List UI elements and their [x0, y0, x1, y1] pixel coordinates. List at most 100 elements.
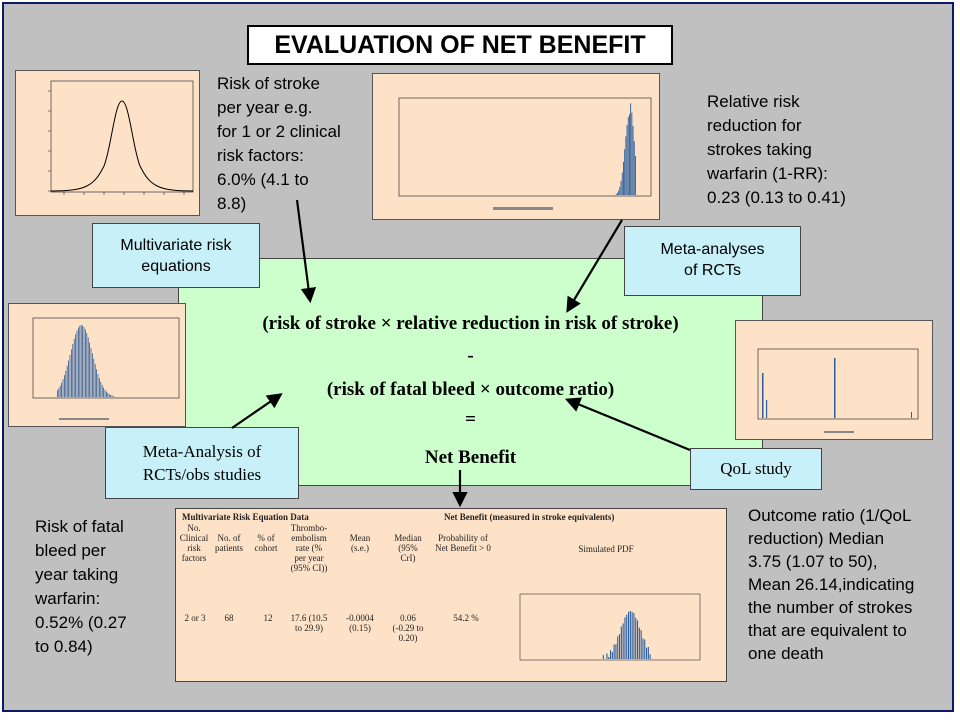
rrr-bar: [623, 161, 624, 195]
net-benefit-bar: [613, 644, 615, 659]
bleed-bar: [80, 325, 82, 397]
bleed-bar: [76, 330, 78, 397]
cell-mean: -0.0004 (0.15): [346, 613, 374, 633]
bleed-bar: [68, 360, 69, 397]
stroke-risk-annotation: Risk of stroke per year e.g. for 1 or 2 …: [217, 74, 341, 213]
bleed-bar: [107, 392, 109, 397]
bleed-bar: [99, 378, 100, 397]
net-benefit-formula-box: (risk of stroke × relative reduction in …: [178, 258, 763, 486]
rrr-bar: [632, 126, 634, 195]
bleed-bar: [58, 388, 60, 397]
bleed-bar: [90, 347, 92, 397]
rrr-bar: [630, 103, 632, 195]
bleed-bar: [83, 326, 85, 397]
net-benefit-bar: [611, 651, 613, 659]
rrr-axis-label-bar: [493, 207, 553, 210]
rrr-bar: [626, 124, 628, 195]
table-right-title: Net Benefit (measured in stroke equivale…: [444, 512, 615, 522]
bleed-risk-histogram-bars: [57, 325, 114, 397]
formula-equals: =: [465, 409, 476, 430]
header-simulated-pdf: Simulated PDF: [578, 544, 634, 554]
bleed-bar: [110, 394, 111, 397]
net-benefit-bar: [633, 613, 635, 659]
rrr-bar: [615, 193, 617, 195]
stroke-risk-thumbnail: [15, 70, 200, 216]
rrr-bar: [635, 155, 636, 195]
arrow-stroke-risk: [295, 199, 317, 304]
net-benefit-bar: [619, 634, 621, 659]
rrr-bar: [620, 180, 622, 195]
rrr-bar: [631, 112, 633, 195]
table-left-title: Multivariate Risk Equation Data: [182, 512, 309, 522]
net-benefit-bar: [637, 620, 639, 659]
net-benefit-bar: [602, 655, 604, 659]
rrr-histogram-thumbnail: [372, 73, 660, 220]
net-benefit-bar: [638, 627, 640, 659]
bleed-bar: [89, 342, 90, 397]
net-benefit-pdf-bars: [602, 610, 651, 659]
bleed-risk-histogram-thumbnail: [8, 303, 186, 427]
net-benefit-bar: [642, 638, 644, 659]
bleed-bar: [85, 329, 86, 397]
formula-bleed-term: (risk of fatal bleed × outcome ratio): [326, 379, 615, 400]
bleed-bar: [108, 394, 110, 397]
net-benefit-bar: [644, 639, 646, 659]
net-benefit-bar: [626, 614, 628, 659]
arrow-rrr: [566, 219, 623, 313]
cell-cohort: 12: [263, 613, 273, 623]
arrow-bleed-risk: [231, 393, 283, 429]
net-benefit-bar: [629, 610, 631, 659]
net-benefit-pdf-plot: [519, 593, 701, 661]
bleed-bar: [97, 373, 99, 397]
rrr-bar: [617, 192, 618, 195]
rrr-bar: [625, 136, 627, 195]
outcome-ratio-annotation: Outcome ratio (1/QoL reduction) Median 3…: [748, 506, 915, 663]
header-probability: Probability of Net Benefit > 0: [435, 533, 491, 553]
qol-histogram-thumbnail: [735, 320, 933, 440]
formula-minus: -: [467, 345, 474, 366]
bleed-bar: [106, 391, 107, 397]
stroke-risk-curve: [50, 100, 194, 192]
net-benefit-bar: [646, 647, 648, 659]
rrr-bar: [621, 172, 623, 195]
qol-bar: [762, 373, 764, 418]
bleed-bar: [79, 325, 81, 397]
net-benefit-bar: [608, 656, 610, 659]
bleed-bar: [66, 365, 68, 397]
bleed-bar: [86, 333, 88, 397]
net-benefit-bar: [647, 646, 649, 659]
net-benefit-bar: [631, 611, 633, 659]
bleed-bar: [103, 387, 104, 397]
bleed-bar: [69, 354, 71, 397]
net-benefit-table: Multivariate Risk Equation Data Net Bene…: [175, 508, 727, 682]
net-benefit-bar: [649, 654, 651, 659]
bleed-bar: [64, 375, 65, 397]
rrr-bar: [619, 186, 621, 195]
bleed-axis-label-bar: [59, 418, 109, 420]
net-benefit-bar: [606, 653, 608, 659]
qol-histogram-bars: [762, 358, 912, 418]
net-benefit-bar: [628, 611, 630, 659]
rrr-histogram-plot: [398, 97, 652, 210]
stroke-risk-curve-plot: [48, 80, 194, 195]
rrr-bar: [633, 141, 635, 195]
multivariate-risk-equations-box: Multivariate risk equations: [92, 223, 260, 288]
bleed-bar: [62, 379, 64, 397]
net-benefit-bar: [640, 630, 642, 659]
bleed-risk-annotation: Risk of fatal bleed per year taking warf…: [35, 517, 127, 656]
bleed-bar: [61, 382, 62, 397]
rrr-histogram-bars: [615, 103, 636, 195]
cell-median: 0.06 (-0.29 to 0.20): [392, 613, 424, 643]
net-benefit-bar: [624, 617, 626, 659]
header-mean: Mean (s.e.): [349, 533, 371, 553]
bleed-bar: [87, 337, 89, 397]
qol-histogram-plot: [757, 348, 919, 433]
header-patients: No. of patients: [215, 533, 243, 553]
bleed-bar: [57, 390, 58, 397]
bleed-bar: [73, 338, 75, 397]
bleed-bar: [101, 384, 103, 397]
net-benefit-bar: [617, 636, 619, 659]
bleed-bar: [100, 381, 102, 397]
bleed-bar: [111, 395, 113, 397]
